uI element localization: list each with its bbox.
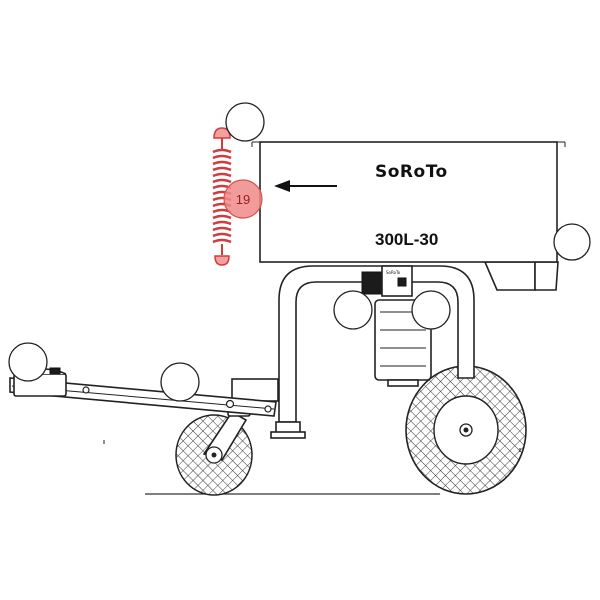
spring-part xyxy=(212,127,232,266)
hotspot-marker[interactable] xyxy=(225,102,265,142)
motor-unit: SoRoTo xyxy=(361,265,432,387)
hotspot-marker[interactable] xyxy=(8,342,48,382)
callout-number: 19 xyxy=(236,192,250,207)
hotspot-marker[interactable] xyxy=(333,290,373,330)
tow-bar xyxy=(9,367,279,417)
brand-label: SoRoTo xyxy=(375,162,448,182)
frame-arch xyxy=(270,265,475,439)
hotspot-marker[interactable] xyxy=(411,290,451,330)
model-label: 300L-30 xyxy=(375,230,438,249)
motor-brand-label: SoRoTo xyxy=(386,270,401,275)
front-wheel xyxy=(175,401,253,496)
hotspot-marker[interactable] xyxy=(553,223,591,261)
hotspot-marker[interactable] xyxy=(160,362,200,402)
arrow-left-icon xyxy=(274,180,337,192)
hopper: SoRoTo 300L-30 xyxy=(251,141,566,291)
callout-19[interactable]: 19 xyxy=(223,179,263,219)
rear-wheel xyxy=(405,365,527,495)
